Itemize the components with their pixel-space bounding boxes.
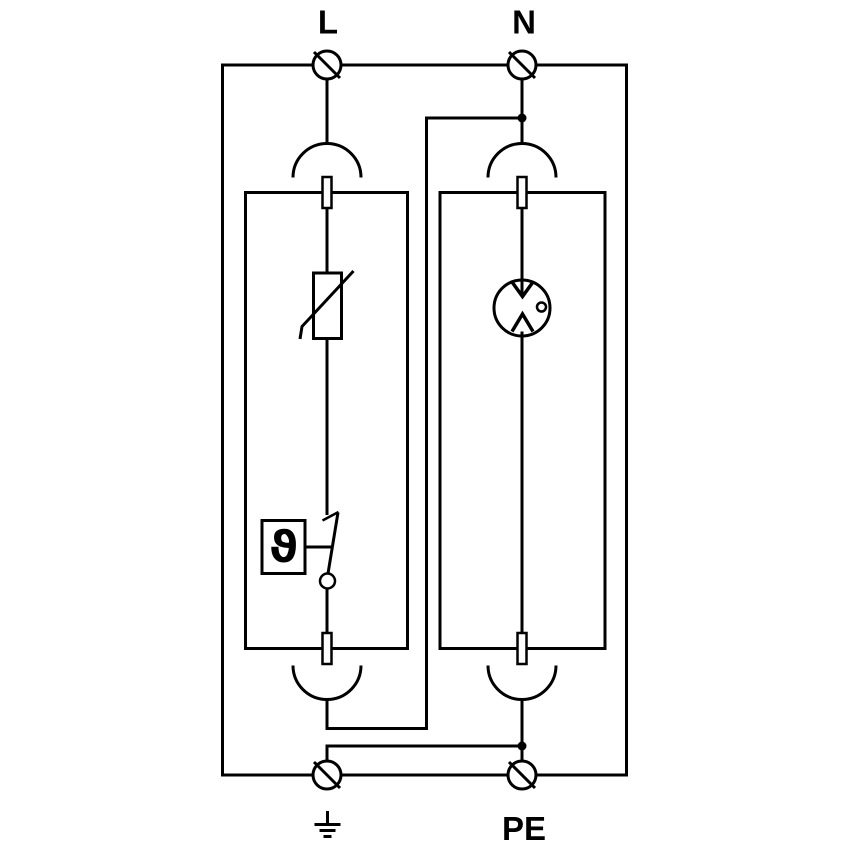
label-l: L	[318, 4, 338, 41]
terminal-slash	[507, 50, 537, 80]
varistor-strike-line	[298, 269, 355, 340]
terminal-slash	[312, 760, 342, 790]
wire-ground-to-pe-junction	[325, 744, 522, 761]
label-n: N	[512, 4, 536, 41]
spark-gap-trigger-electrode	[535, 301, 548, 313]
terminal-slash	[507, 760, 537, 790]
contact-pin-top-left-icon	[321, 175, 333, 210]
spark-gap-top-electrode-arrow	[510, 280, 535, 300]
switch-pivot-circle	[318, 572, 337, 590]
plug-connector-arc-top-right-icon	[486, 142, 558, 178]
contact-pin-bottom-left-icon	[321, 631, 333, 666]
terminal-ground	[311, 759, 343, 791]
disconnect-switch-icon	[318, 510, 340, 590]
terminal-slash	[312, 50, 342, 80]
varistor-body	[312, 271, 343, 340]
switch-blade	[326, 512, 340, 574]
terminal-l	[311, 49, 343, 81]
label-pe: PE	[502, 810, 546, 847]
earth-ground-icon	[314, 811, 341, 838]
thermal-disconnector-icon: ϑ	[260, 519, 307, 575]
thermal-symbol: ϑ	[269, 522, 298, 573]
plug-connector-arc-top-left-icon	[291, 142, 363, 178]
contact-pin-top-right-icon	[516, 175, 528, 210]
junction-dot-pe-icon	[517, 741, 527, 751]
varistor-icon	[298, 269, 355, 340]
spark-gap-bottom-electrode-arrow	[510, 310, 535, 333]
plug-connector-arc-bottom-left-icon	[291, 665, 363, 701]
thermal-box	[260, 519, 307, 575]
plug-connector-arc-bottom-right-icon	[486, 665, 558, 701]
terminal-n	[506, 49, 538, 81]
switch-break-tick	[321, 510, 340, 522]
terminal-pe	[506, 759, 538, 791]
wire-left-module-to-n-junction	[325, 116, 522, 730]
spark-gap-circle	[492, 278, 552, 338]
enclosure-outline	[221, 63, 628, 777]
junction-dot-n-icon	[517, 113, 527, 123]
triggered-spark-gap-icon	[492, 278, 552, 338]
contact-pin-bottom-right-icon	[516, 631, 528, 666]
